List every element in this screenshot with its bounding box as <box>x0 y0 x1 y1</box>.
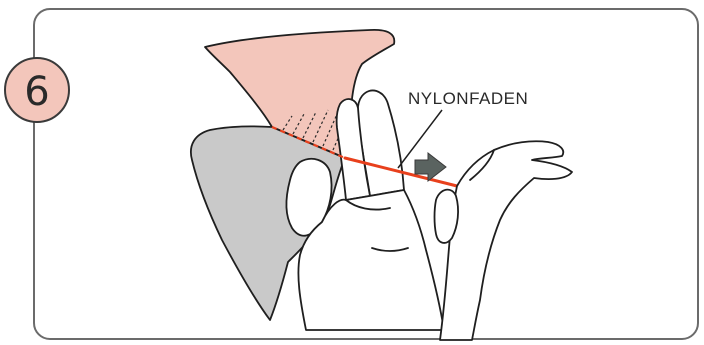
step-number: 6 <box>24 69 49 115</box>
step-badge: 6 <box>5 58 69 122</box>
callout-label: NYLONFADEN <box>408 89 528 108</box>
